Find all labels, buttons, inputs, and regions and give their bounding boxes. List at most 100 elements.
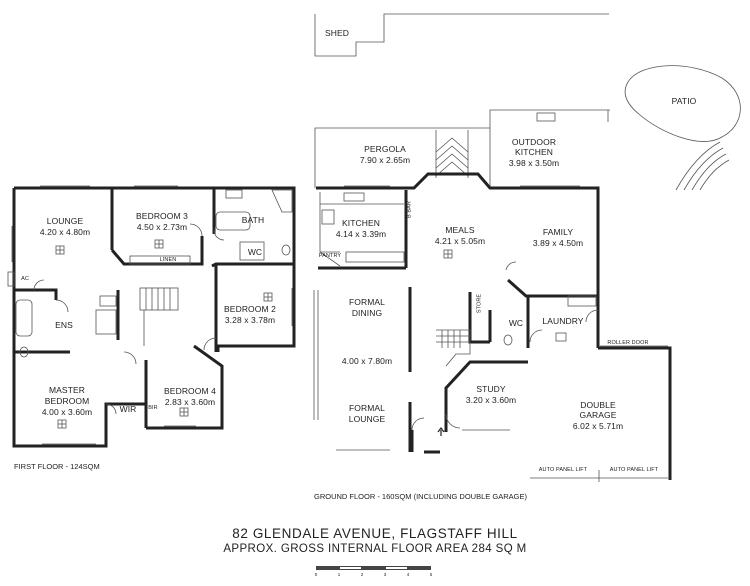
first-wc-label: WC [247,247,263,257]
bed3-door [189,223,203,237]
bathtub [215,211,251,231]
study-label: STUDY [476,384,506,394]
ens-bath [15,299,33,337]
kitchen-label: KITCHEN [341,218,381,228]
ens-wall [14,288,58,300]
pergola-outline [314,127,490,188]
ground-stairs [436,329,471,367]
outdoor-sink [536,112,556,122]
scale-tick-5: 5 [429,572,433,577]
linen-cupboard [129,255,191,265]
kitchen-dimension: 4.14 x 3.39m [335,229,387,239]
scale-tick-1: 1 [337,572,341,577]
shed-label: SHED [324,28,350,38]
bedroom4-label: BEDROOM 4 [164,386,216,396]
ens-label: ENS [55,320,73,330]
ground-wc-label: WC [508,318,524,328]
entry-arrow-icon [437,427,445,436]
master-door [123,351,137,365]
bedroom2-dimension: 3.28 x 3.78m [224,315,276,325]
bed4-window-icon [179,407,189,417]
study-wall [444,360,528,432]
scale-seg-1 [316,566,339,570]
master-label-1: MASTER [48,385,86,395]
first-floor-details [7,185,293,445]
laundry-door [529,329,543,343]
ff-right-wall [216,264,296,352]
kitchen-island [345,251,405,263]
ff-wc-box [239,241,265,261]
family-label: FAMILY [542,227,574,237]
formal-lounge-label-2: LOUNGE [348,414,386,424]
outdoor-outlines [314,13,741,191]
ac-unit [7,271,15,287]
shower [271,189,293,213]
formal-dining-label-2: DINING [351,308,383,318]
ens-door [55,299,69,313]
ground-floor-details [313,185,668,482]
scale-bar: 0 1 2 3 4 5 [314,560,436,582]
scale-seg-3 [362,566,385,570]
laundry-label: LAUNDRY [542,316,584,326]
bedroom4-dimension: 2.83 x 3.60m [164,397,216,407]
wir-label: WIR [119,404,137,414]
patio-steps [675,141,730,191]
garage-label-1: DOUBLE [580,400,616,410]
outdoor-kitchen-label: OUTDOOR KITCHEN [511,137,557,157]
pergola-chevrons-2 [435,153,469,169]
study-dimension: 3.20 x 3.60m [465,395,517,405]
bed2-door [203,337,217,351]
ff-stairs [139,287,179,346]
pantry-label: PANTRY [318,253,342,259]
vanity [225,189,243,199]
ff-bottom-right [146,344,224,430]
outdoor-kitchen-dimension: 3.98 x 3.50m [508,158,560,168]
ac-label: AC [21,276,29,282]
ens-shower [95,309,117,335]
gf-entry-door [411,417,425,431]
ens-toilet [19,346,29,358]
master-window-icon [57,419,67,429]
bed3-window-icon [154,239,164,249]
pergola-dimension: 7.90 x 2.65m [359,155,411,165]
shed-outline [314,13,609,57]
bath-door [213,229,225,241]
pantry-line [319,251,341,267]
lounge-door [33,279,45,291]
store-label: STORE [476,293,483,314]
area-subtitle: APPROX. GROSS INTERNAL FLOOR AREA 284 SQ… [223,543,527,555]
family-wall [507,278,598,298]
wir-door [105,403,117,415]
study-door [445,413,461,429]
pergola-chevrons-3 [435,161,469,177]
first-floor-caption: FIRST FLOOR - 124SQM [14,462,100,471]
gf-toilet [503,334,513,346]
scale-seg-2 [339,566,362,570]
garage-dimension: 6.02 x 5.71m [572,421,624,431]
linen-label: LINEN [159,257,177,263]
first-floor-walls [12,186,296,448]
dining-lounge-dimension: 4.00 x 7.80m [341,356,393,366]
auto-panel-lift-label-1: AUTO PANEL LIFT [538,467,588,473]
bath-label: BATH [241,215,265,225]
master-dimension: 4.00 x 3.60m [41,407,93,417]
b-bar-label: B BAR [406,200,413,219]
lounge-window-icon [55,245,65,255]
garage-label-2: GARAGE [579,410,617,420]
garage-wall [598,346,672,480]
meals-dimension: 4.21 x 5.05m [434,236,486,246]
scale-tick-3: 3 [383,572,387,577]
pergola-chevrons [435,145,469,161]
lounge-label: LOUNGE [46,216,84,226]
scale-tick-2: 2 [360,572,364,577]
pergola-chevrons-4 [435,137,469,153]
formal-lounge-label-1: FORMAL [348,403,386,413]
ens-vanity [99,295,117,307]
meals-door [505,261,517,271]
bedroom2-label: BEDROOM 2 [224,304,276,314]
cooktop [321,209,335,225]
address-title: 82 GLENDALE AVENUE, FLAGSTAFF HILL [232,526,518,541]
pergola-label: PERGOLA [364,144,406,154]
ff-toilet [281,244,291,256]
